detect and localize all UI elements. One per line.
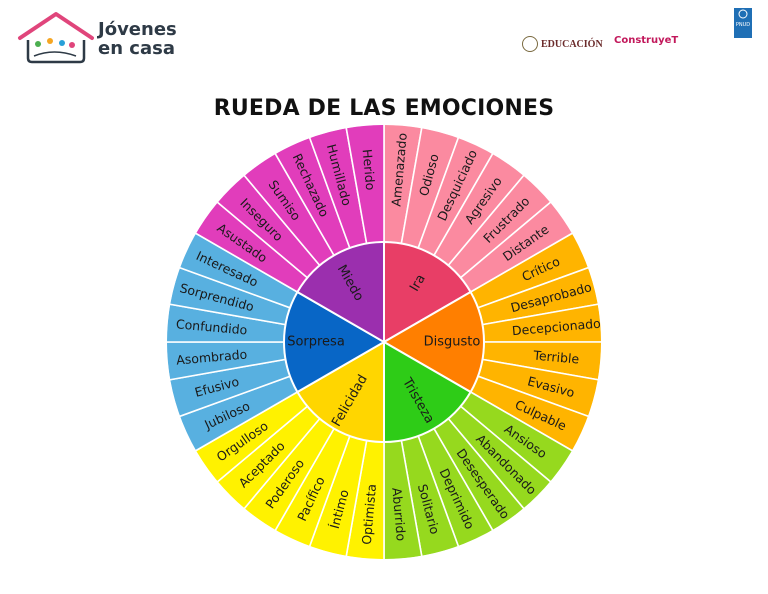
core-segment-tristeza — [383, 340, 472, 444]
partner-logos: EDUCACIÓN ConstruyeT PNUD — [522, 8, 752, 60]
undp-logo: PNUD — [734, 8, 752, 38]
core-segment-disgusto — [381, 290, 485, 394]
construye-logo: ConstruyeT — [614, 35, 679, 46]
core-segment-felicidad — [296, 340, 385, 444]
brand-line-2: en casa — [98, 38, 175, 59]
seal-icon — [522, 36, 538, 52]
brand-name: Jóvenes en casa — [98, 20, 177, 58]
emotion-label: Terrible — [532, 348, 580, 367]
educacion-logo: EDUCACIÓN — [522, 36, 603, 52]
emotion-label: Aburrido — [389, 487, 409, 542]
brand-line-1: Jóvenes — [98, 19, 177, 40]
emotion-label: Confundido — [175, 316, 248, 337]
core-emotion-label: Ira — [407, 272, 429, 294]
educacion-label: EDUCACIÓN — [541, 38, 603, 50]
emotion-label: Asombrado — [176, 347, 248, 368]
undp-acronym: PNUD — [736, 22, 750, 28]
page-title: RUEDA DE LAS EMOCIONES — [213, 96, 555, 121]
undp-emblem-icon: PNUD — [736, 9, 750, 28]
emotion-label: Amenazado — [388, 132, 409, 207]
emotion-label: Herido — [360, 148, 379, 190]
core-emotion-label: Sorpresa — [287, 335, 345, 350]
core-emotion-label: Disgusto — [424, 335, 481, 350]
emotion-label: Optimista — [359, 483, 379, 545]
wheel-outline — [165, 123, 603, 561]
jovenes-en-casa-logo — [18, 12, 94, 64]
core-segment-ira — [383, 240, 472, 344]
core-segment-sorpresa — [283, 290, 387, 394]
core-segment-miedo — [296, 240, 385, 344]
